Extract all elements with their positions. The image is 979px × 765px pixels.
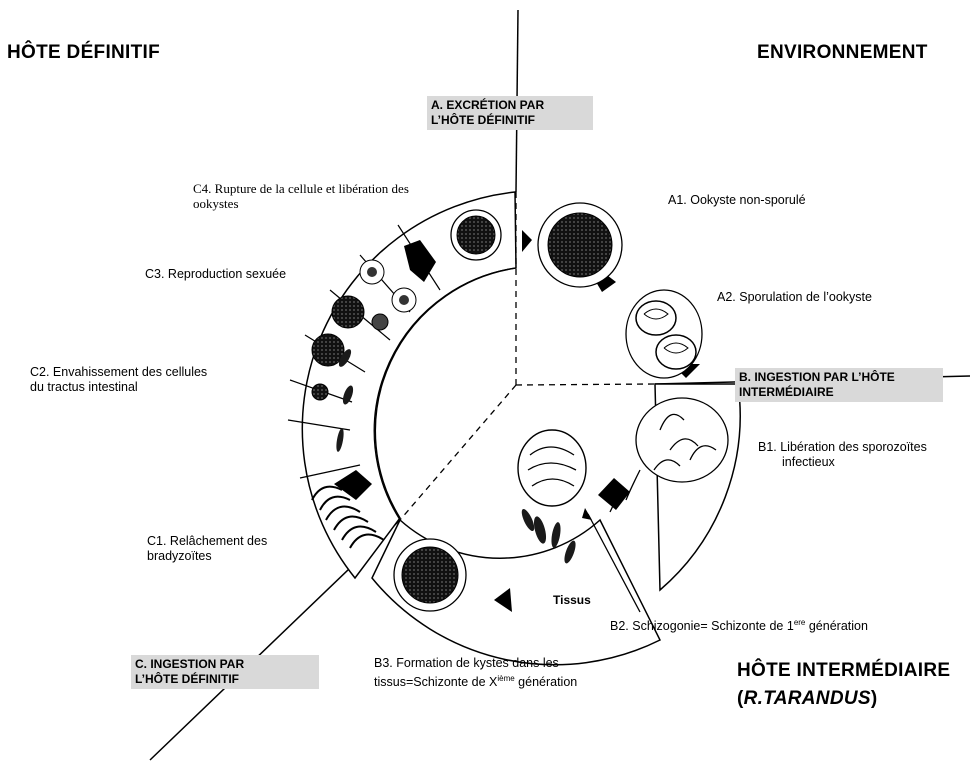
b2-pointer	[587, 513, 641, 613]
step-c4-line2: ookystes	[193, 196, 239, 211]
step-c1-line1: C1. Relâchement des	[147, 534, 268, 548]
stage-b-banner: B. INGESTION PAR L’HÔTE INTERMÉDIAIRE	[735, 368, 943, 402]
species-name: R.TARANDUS	[743, 688, 871, 709]
step-c2-label: C2. Envahissement des cellules du tractu…	[30, 365, 207, 395]
sporozoites	[609, 397, 729, 513]
step-b2-sup: ere	[793, 618, 806, 627]
stage-c-banner: C. INGESTION PAR L’HÔTE DÉFINITIF	[131, 655, 319, 689]
paren-close: )	[870, 688, 878, 709]
inner-ring-arc	[373, 267, 517, 521]
stage-c-line1: C. INGESTION PAR	[135, 657, 245, 671]
step-b1-line2: infectieux	[782, 455, 835, 469]
stage-c-line2: L’HÔTE DÉFINITIF	[135, 672, 239, 686]
step-c2-line2: du tractus intestinal	[30, 380, 138, 394]
invading-cells	[311, 349, 354, 452]
step-b3-prefix: tissus=Schizonte de X	[374, 675, 498, 690]
step-a1-label: A1. Ookyste non-sporulé	[668, 193, 806, 207]
step-b3-sup: ième	[497, 674, 515, 683]
step-a2-label: A2. Sporulation de l’ookyste	[717, 290, 872, 304]
bradyzoites	[311, 485, 385, 549]
step-b3-line2: tissus=Schizonte de Xième génération	[374, 671, 577, 690]
schizont	[517, 429, 587, 564]
stage-a-banner: A. EXCRÉTION PAR L’HÔTE DÉFINITIF	[427, 96, 593, 130]
step-b2-prefix: B2. Schizogonie= Schizonte de 1	[610, 619, 794, 634]
step-b3-suffix: génération	[514, 675, 578, 690]
dashed-spoke-left	[399, 384, 517, 521]
dashed-spoke-right	[515, 383, 656, 386]
paren-open: (	[737, 688, 744, 709]
step-c1-line2: bradyzoïtes	[147, 549, 212, 563]
sexual-reproduction-cells	[311, 259, 417, 367]
region-environment: ENVIRONNEMENT	[757, 42, 928, 63]
stage-b-line2: INTERMÉDIAIRE	[739, 385, 834, 399]
step-c4-label: C4. Rupture de la cellule et libération …	[193, 181, 409, 211]
step-c2-line1: C2. Envahissement des cellules	[30, 365, 208, 379]
step-b3-label: B3. Formation de kystes dans les tissus=…	[374, 656, 577, 690]
tissue-label: Tissus	[553, 593, 591, 607]
stage-a-line1: A. EXCRÉTION PAR	[431, 98, 545, 112]
step-b1-line1: B1. Libération des sporozoïtes	[758, 440, 927, 454]
step-c3-label: C3. Reproduction sexuée	[145, 267, 287, 281]
step-b3-line1: B3. Formation de kystes dans les	[374, 656, 559, 670]
step-b2-suffix: génération	[805, 619, 868, 634]
oocyst-sporulated	[625, 289, 703, 379]
stage-a-line2: L’HÔTE DÉFINITIF	[431, 113, 535, 127]
region-definitive-host: HÔTE DÉFINITIF	[7, 42, 161, 63]
stage-b-line1: B. INGESTION PAR L’HÔTE	[739, 370, 895, 384]
step-b1-label: B1. Libération des sporozoïtes infectieu…	[758, 440, 927, 470]
step-c4-line1: C4. Rupture de la cellule et libération …	[193, 181, 409, 196]
region-intermediate-host-species: (R.TARANDUS)	[737, 688, 877, 710]
step-c1-label: C1. Relâchement des bradyzoïtes	[147, 534, 267, 564]
region-intermediate-host: HÔTE INTERMÉDIAIRE	[737, 660, 951, 681]
step-b2-label: B2. Schizogonie= Schizonte de 1ere génér…	[610, 615, 868, 634]
